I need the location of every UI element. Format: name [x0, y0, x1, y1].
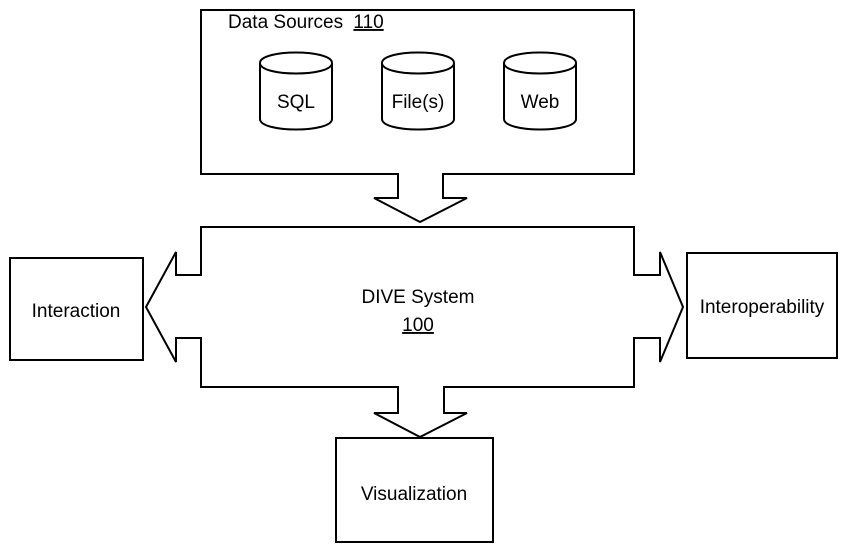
- web-label: Web: [521, 92, 560, 113]
- interaction-box: Interaction: [9, 257, 144, 361]
- dive-system-hub: [144, 226, 685, 439]
- interoperability-label: Interoperability: [700, 297, 825, 318]
- visualization-label: Visualization: [361, 484, 467, 505]
- dive-system-ref: 100: [402, 315, 434, 336]
- sql-label: SQL: [277, 92, 315, 113]
- web-database: Web: [503, 51, 577, 131]
- data-sources-ref: 110: [353, 12, 383, 33]
- files-label: File(s): [392, 92, 445, 113]
- interaction-label: Interaction: [32, 301, 121, 322]
- files-database: File(s): [381, 51, 455, 131]
- visualization-box: Visualization: [335, 437, 494, 543]
- data-sources-title: Data Sources 110: [228, 12, 384, 33]
- data-sources-title-text: Data Sources: [228, 12, 343, 33]
- dive-system-title: DIVE System: [362, 287, 475, 308]
- sql-database: SQL: [259, 51, 333, 131]
- interoperability-box: Interoperability: [686, 252, 838, 359]
